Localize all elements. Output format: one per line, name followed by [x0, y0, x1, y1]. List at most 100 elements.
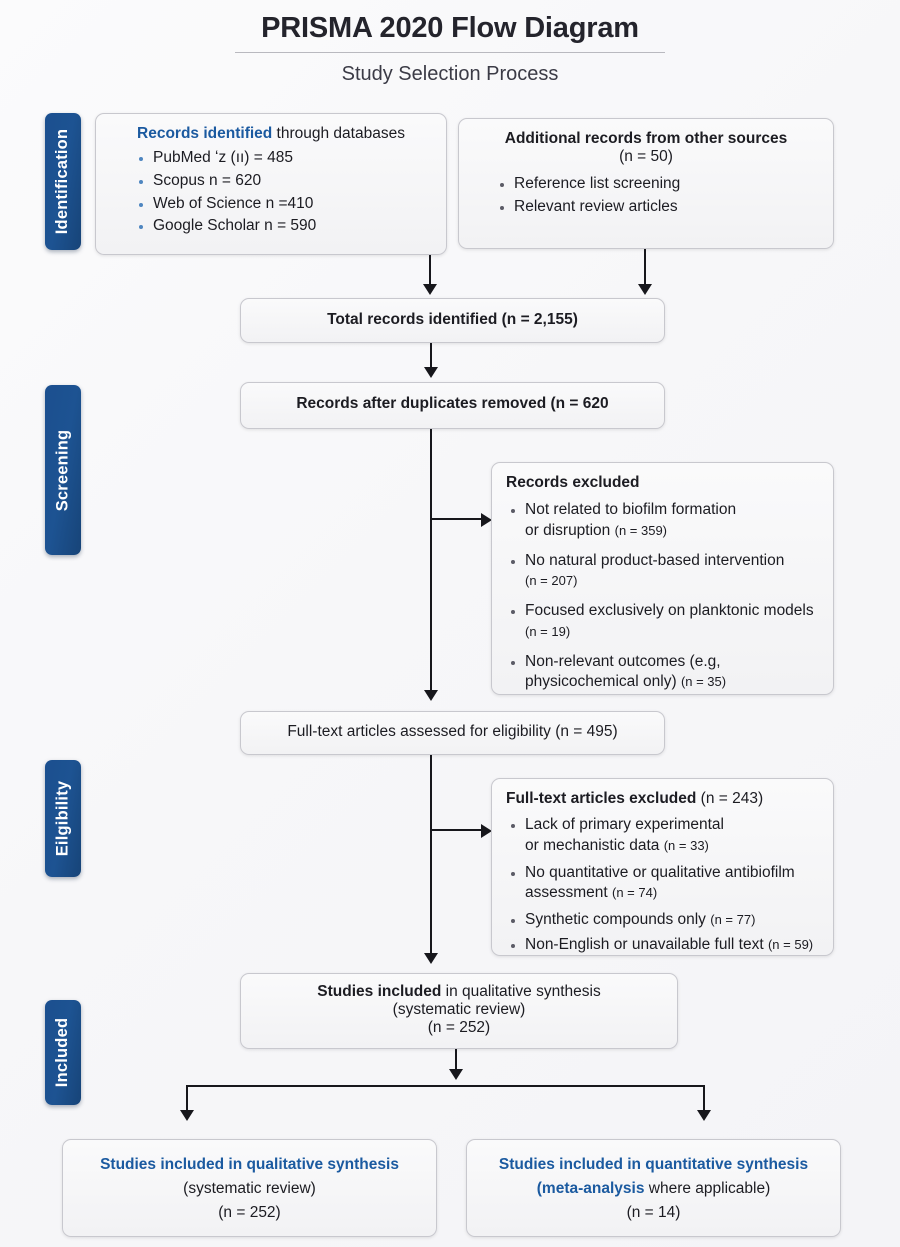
fulltext-excluded-heading-rest: (n = 243) [696, 790, 764, 807]
stage-bar-eligibility: Eilgibility [45, 760, 81, 877]
fulltext-excluded-heading: Full-text articles excluded (n = 243) [506, 790, 819, 808]
list-item: Google Scholar n = 590 [134, 216, 432, 237]
studies-included-heading-bold: Studies included [317, 983, 442, 1000]
arrow-down-icon [424, 690, 438, 701]
additional-records-list: Reference list screening Relevant review… [495, 174, 819, 218]
studies-included-line3: (n = 252) [427, 1019, 491, 1036]
box-quantitative-synthesis: Studies included in quantitative synthes… [466, 1139, 841, 1237]
studies-included-heading-rest: in qualitative synthesis [441, 983, 601, 1000]
arrow-down-icon [180, 1110, 194, 1121]
page-subtitle: Study Selection Process [341, 63, 559, 85]
list-item-text2: or disruption [525, 521, 615, 539]
connector-line [430, 343, 432, 369]
list-item-text: Not related to biofilm formation [525, 501, 737, 518]
qualitative-synthesis-line3: (n = 252) [218, 1204, 281, 1221]
list-item-text: Non-relevant outcomes (e.g, [525, 652, 721, 670]
stage-bar-identification: Identification [45, 113, 81, 250]
connector-line [429, 255, 431, 286]
list-item: Reference list screening [495, 174, 819, 195]
connector-line [430, 429, 432, 694]
stage-label-eligibility: Eilgibility [53, 780, 72, 857]
list-item: PubMed ʻz (ıı) = 485 [134, 148, 432, 169]
list-item-text: Non-English or unavailable full text [525, 935, 768, 953]
list-item-count: (n = 59) [767, 936, 814, 952]
connector-line [703, 1085, 705, 1113]
fulltext-assessed-text: Full-text articles assessed for eligibil… [287, 723, 618, 740]
list-item-count: (n = 35) [680, 674, 727, 690]
list-item: Lack of primary experimental or mechanis… [506, 815, 819, 857]
list-item-text: Synthetic compounds only [525, 911, 711, 929]
quantitative-synthesis-line2-rest: where applicable) [644, 1180, 771, 1197]
quantitative-synthesis-heading: Studies included in quantitative synthes… [498, 1156, 809, 1173]
records-excluded-heading: Records excluded [506, 474, 640, 491]
connector-line [644, 249, 646, 286]
page-title: PRISMA 2020 Flow Diagram [261, 12, 639, 44]
list-item: No natural product-based intervention (n… [506, 551, 819, 593]
list-item-count: (n = 19) [525, 623, 571, 639]
list-item-count: (n = 77) [710, 912, 756, 928]
list-item-count: (n = 359) [614, 522, 668, 538]
stage-label-included: Included [53, 1017, 72, 1088]
list-item: Relevant review articles [495, 197, 819, 218]
studies-included-heading: Studies included in qualitative synthesi… [255, 983, 663, 1001]
records-identified-list: PubMed ʻz (ıı) = 485 Scopus n = 620 Web … [134, 148, 432, 237]
list-item-text: Focused exclusively on planktonic models [525, 602, 814, 620]
stage-label-identification: Identification [53, 128, 72, 235]
list-item: Web of Science n =410 [134, 194, 432, 215]
fulltext-excluded-heading-bold: Full-text articles excluded [506, 790, 697, 807]
arrow-down-icon [697, 1110, 711, 1121]
connector-line [430, 829, 482, 831]
stage-bar-screening: Screening [45, 385, 81, 555]
records-identified-heading-rest: through databases [272, 125, 405, 142]
arrow-down-icon [424, 953, 438, 964]
arrow-down-icon [638, 284, 652, 295]
fulltext-excluded-list: Lack of primary experimental or mechanis… [506, 815, 819, 956]
additional-records-count: (n = 50) [619, 148, 673, 165]
box-records-identified: Records identified through databases Pub… [95, 113, 447, 255]
list-item: Non-relevant outcomes (e.g, physicochemi… [506, 652, 819, 694]
arrow-down-icon [449, 1069, 463, 1080]
total-records-text: Total records identified (n = 2,155) [327, 311, 578, 328]
list-item-count: (n = 207) [525, 573, 578, 589]
arrow-right-icon [481, 513, 492, 527]
arrow-down-icon [424, 367, 438, 378]
arrow-right-icon [481, 824, 492, 838]
stage-bar-included: Included [45, 1000, 81, 1105]
title-divider [235, 52, 665, 53]
box-fulltext-assessed: Full-text articles assessed for eligibil… [240, 711, 665, 755]
box-additional-records: Additional records from other sources (n… [458, 118, 834, 249]
list-item-text: Lack of primary experimental [525, 816, 724, 833]
list-item: Non-English or unavailable full text (n … [506, 935, 819, 956]
qualitative-synthesis-heading: Studies included in qualitative synthesi… [100, 1156, 399, 1173]
quantitative-synthesis-line3: (n = 14) [626, 1204, 681, 1221]
connector-line [186, 1085, 704, 1087]
list-item-text2: or mechanistic data [525, 836, 664, 854]
stage-label-screening: Screening [53, 429, 72, 511]
list-item-text: No quantitative or qualitative antibiofi… [525, 863, 795, 881]
records-excluded-list: Not related to biofilm formation or disr… [506, 500, 819, 693]
connector-line [455, 1049, 457, 1078]
records-identified-heading-bold: Records identified [137, 125, 273, 142]
diagram-header: PRISMA 2020 Flow Diagram Study Selection… [0, 0, 900, 86]
connector-line [430, 518, 482, 520]
qualitative-synthesis-line2: (systematic review) [183, 1180, 316, 1197]
quantitative-synthesis-line2: (meta-analysis where applicable) [481, 1180, 826, 1198]
connector-line [430, 755, 432, 957]
after-duplicates-text: Records after duplicates removed (n = 62… [296, 395, 609, 412]
box-after-duplicates: Records after duplicates removed (n = 62… [240, 382, 665, 429]
box-qualitative-synthesis: Studies included in qualitative synthesi… [62, 1139, 437, 1237]
list-item: Scopus n = 620 [134, 171, 432, 192]
box-total-records: Total records identified (n = 2,155) [240, 298, 665, 343]
list-item: Focused exclusively on planktonic models… [506, 601, 819, 643]
box-fulltext-excluded: Full-text articles excluded (n = 243) La… [491, 778, 834, 956]
box-records-excluded: Records excluded Not related to biofilm … [491, 462, 834, 695]
list-item-text2: physicochemical only) [525, 673, 681, 691]
list-item: No quantitative or qualitative antibiofi… [506, 863, 819, 905]
list-item-text2: assessment [525, 884, 613, 902]
studies-included-line2: (systematic review) [392, 1001, 526, 1018]
records-identified-heading: Records identified through databases [110, 125, 432, 143]
list-item: Not related to biofilm formation or disr… [506, 500, 819, 542]
box-studies-included: Studies included in qualitative synthesi… [240, 973, 678, 1049]
list-item-count: (n = 33) [663, 837, 709, 853]
